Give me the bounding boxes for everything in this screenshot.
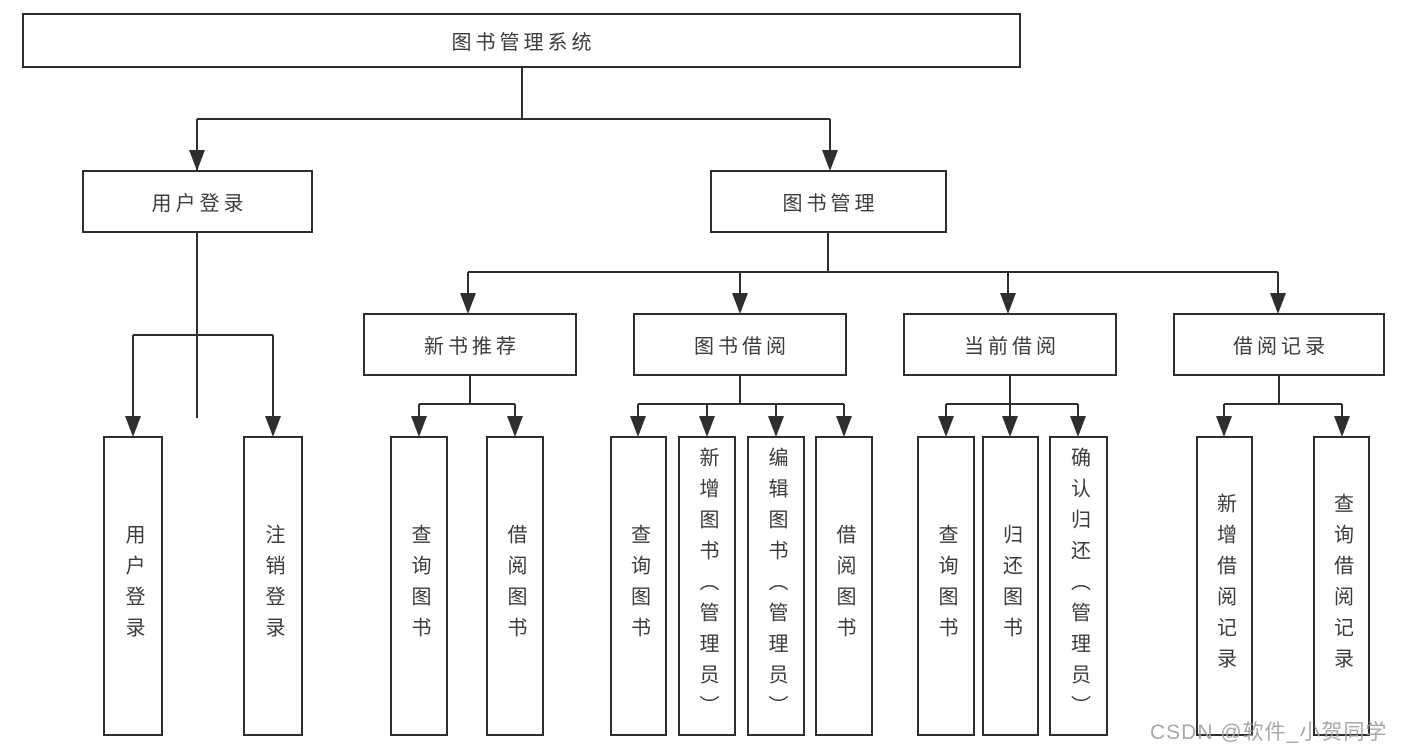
node-library-system: 图书管理系统 [22, 13, 1021, 68]
node-label: 新书推荐 [424, 336, 520, 358]
node-label: 当前借阅 [964, 336, 1060, 358]
node-book-management: 图书管理 [710, 170, 947, 233]
node-label: 图书借阅 [694, 336, 790, 358]
leaf-add-book-admin: 新增图书（管理员） [678, 436, 736, 736]
leaf-query-books-borrow: 查询图书 [610, 436, 667, 736]
node-label: 确认归还（管理员） [1067, 446, 1090, 726]
node-label: 用户登录 [122, 524, 144, 648]
node-label: 图书管理 [782, 193, 879, 215]
node-label: 查询借阅记录 [1330, 493, 1353, 679]
node-book-borrow: 图书借阅 [633, 313, 847, 376]
node-new-book-recommend: 新书推荐 [363, 313, 577, 376]
node-label: 借阅图书 [833, 524, 855, 648]
leaf-confirm-return-admin: 确认归还（管理员） [1049, 436, 1108, 736]
node-label: 用户登录 [151, 193, 248, 215]
node-label: 借阅记录 [1233, 336, 1329, 358]
leaf-query-books-current: 查询图书 [917, 436, 975, 736]
csdn-watermark: CSDN @软件_小贺同学 [1150, 721, 1388, 744]
leaf-query-books-recommend: 查询图书 [390, 436, 448, 736]
node-label: 查询图书 [935, 524, 957, 648]
leaf-return-books: 归还图书 [982, 436, 1039, 736]
leaf-logout: 注销登录 [243, 436, 303, 736]
node-label: 编辑图书（管理员） [765, 446, 787, 726]
node-user-login: 用户登录 [82, 170, 313, 233]
node-label: 图书管理系统 [451, 32, 596, 54]
node-label: 新增借阅记录 [1213, 493, 1236, 679]
leaf-add-borrow-record: 新增借阅记录 [1196, 436, 1253, 736]
node-label: 借阅图书 [504, 524, 526, 648]
leaf-query-borrow-record: 查询借阅记录 [1313, 436, 1370, 736]
leaf-borrow-books-recommend: 借阅图书 [486, 436, 544, 736]
leaf-edit-book-admin: 编辑图书（管理员） [747, 436, 805, 736]
leaf-user-login: 用户登录 [103, 436, 163, 736]
node-borrow-records: 借阅记录 [1173, 313, 1385, 376]
node-label: 注销登录 [262, 524, 284, 648]
node-label: 查询图书 [627, 524, 650, 648]
node-current-borrow: 当前借阅 [903, 313, 1117, 376]
leaf-borrow-books: 借阅图书 [815, 436, 873, 736]
node-label: 新增图书（管理员） [696, 446, 718, 726]
node-label: 归还图书 [999, 524, 1022, 648]
node-label: 查询图书 [408, 524, 430, 648]
